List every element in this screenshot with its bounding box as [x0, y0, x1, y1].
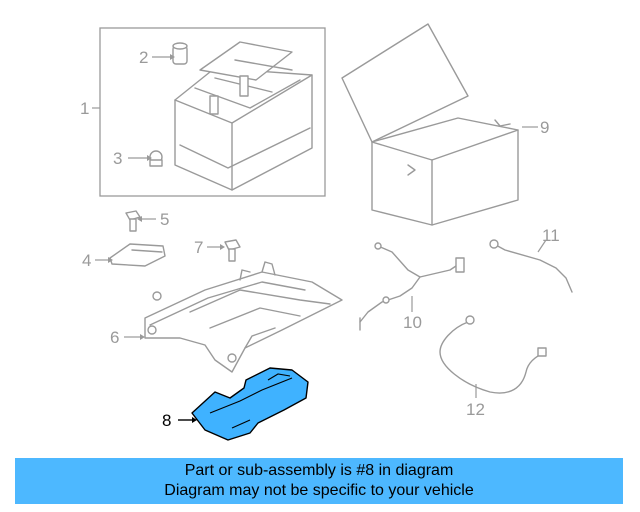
- battery-group-frame: [99, 27, 326, 197]
- callout-5[interactable]: 5: [160, 210, 169, 229]
- banner-line-1: Part or sub-assembly is #8 in diagram: [184, 462, 454, 479]
- bolt-5[interactable]: [125, 210, 141, 232]
- highlighted-part-8[interactable]: [191, 367, 309, 441]
- callout-7[interactable]: 7: [194, 238, 203, 257]
- bolt-7[interactable]: [224, 239, 241, 262]
- callout-6[interactable]: 6: [110, 328, 119, 347]
- banner-line-2: Diagram may not be specific to your vehi…: [164, 482, 474, 499]
- callout-1[interactable]: 1: [80, 99, 89, 118]
- callout-8[interactable]: 8: [162, 411, 171, 430]
- cable-11[interactable]: [489, 239, 573, 293]
- callout-2[interactable]: 2: [139, 48, 148, 67]
- info-banner: Part or sub-assembly is #8 in diagram Di…: [15, 458, 623, 504]
- parts-diagram: 1 2 3 9 5: [80, 23, 573, 441]
- callout-9[interactable]: 9: [540, 118, 549, 137]
- ground-cable-12[interactable]: [439, 315, 547, 394]
- cable-10[interactable]: [359, 242, 465, 331]
- callout-4[interactable]: 4: [82, 251, 91, 270]
- battery-tray[interactable]: [144, 261, 343, 373]
- battery-cover[interactable]: [341, 23, 519, 226]
- terminal-bolt[interactable]: [149, 150, 163, 167]
- terminal-cap[interactable]: [172, 42, 188, 65]
- callout-12[interactable]: 12: [466, 400, 485, 419]
- hold-down-clamp[interactable]: [109, 243, 166, 267]
- callout-11[interactable]: 11: [542, 226, 560, 245]
- callout-3[interactable]: 3: [113, 149, 122, 168]
- battery[interactable]: [174, 41, 313, 191]
- callout-10[interactable]: 10: [403, 313, 422, 332]
